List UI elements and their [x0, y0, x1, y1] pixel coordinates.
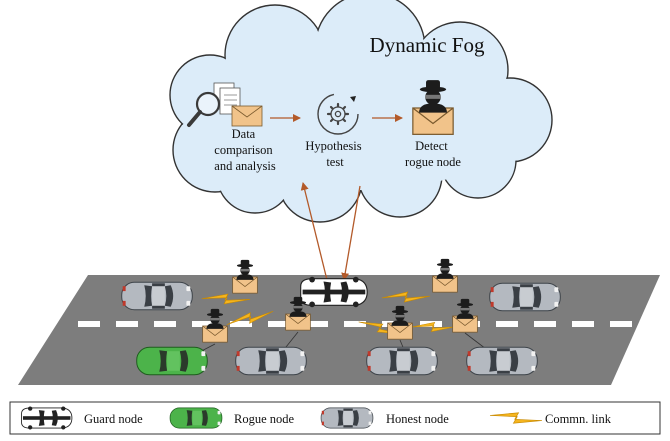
- honest-car: [489, 282, 561, 312]
- downlink-arrow: [341, 185, 361, 281]
- step-label-data-comparison: Data comparison and analysis: [214, 127, 276, 173]
- gear-cycle-icon: [317, 93, 359, 135]
- guard-car: [300, 276, 368, 308]
- legend-link-label: Commn. link: [545, 412, 612, 426]
- lane-marking: [78, 321, 632, 327]
- legend-honest-label: Honest node: [386, 412, 449, 426]
- honest-car: [121, 281, 193, 311]
- rogue-car: [136, 346, 208, 376]
- fog-title: Dynamic Fog: [370, 33, 485, 57]
- uplink-arrow: [300, 182, 329, 285]
- honest-car: [466, 346, 538, 376]
- legend-guard-swatch: [21, 406, 73, 430]
- legend: Guard node Rogue node Honest node Commn.…: [9, 401, 661, 435]
- honest-car: [235, 346, 307, 376]
- legend-rogue-swatch: [169, 407, 223, 429]
- step-label-detect-rogue: Detect rogue node: [405, 139, 461, 169]
- step-label-hypothesis-test: Hypothesis test: [305, 139, 364, 169]
- magnifier-envelope-icon: [187, 82, 263, 127]
- legend-rogue-label: Rogue node: [234, 412, 295, 426]
- legend-honest-swatch: [320, 407, 374, 429]
- dynamic-fog-cloud: [169, 0, 553, 223]
- legend-guard-label: Guard node: [84, 412, 143, 426]
- honest-car: [366, 346, 438, 376]
